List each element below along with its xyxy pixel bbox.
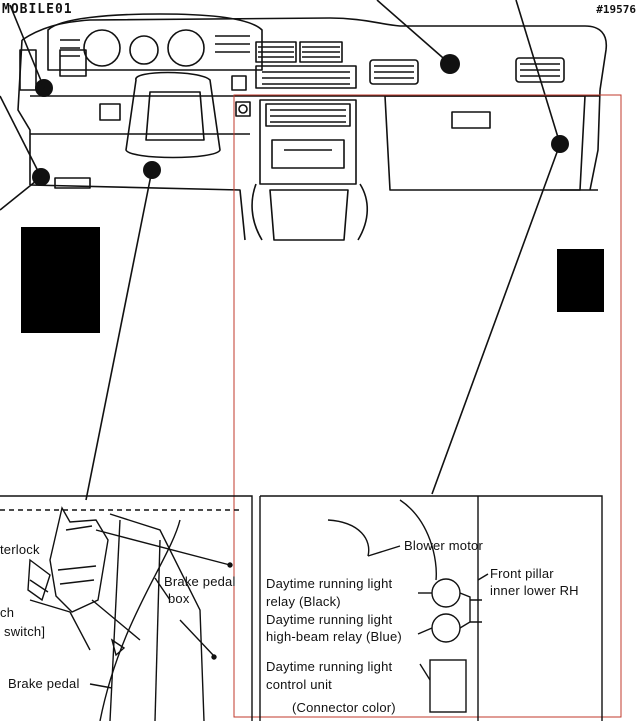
- label-front-pillar-1: Front pillar: [490, 566, 554, 581]
- label-control-unit-1: Daytime running light: [266, 659, 393, 674]
- label-switch-close: switch]: [4, 624, 46, 639]
- image-id-watermark: #19576: [596, 3, 636, 16]
- label-brake-pedal: Brake pedal: [8, 676, 80, 691]
- label-control-unit-2: control unit: [266, 677, 332, 692]
- highlight-frame: [233, 94, 622, 718]
- label-blower-motor: Blower motor: [404, 538, 483, 553]
- label-drl-relay-1: Daytime running light: [266, 576, 393, 591]
- redaction-block-left: [21, 227, 100, 333]
- label-high-beam-relay-2: high-beam relay (Blue): [266, 629, 402, 644]
- leader-lines: [0, 0, 561, 501]
- dashboard-illustration: [17, 13, 608, 241]
- label-interlock: terlock: [0, 542, 40, 557]
- label-high-beam-relay-1: Daytime running light: [266, 612, 393, 627]
- relay-detail: [259, 495, 603, 721]
- label-brake-pedal-box-1: Brake pedal: [164, 574, 236, 589]
- redaction-block-right: [557, 249, 604, 312]
- label-switch-ch: ch: [0, 605, 15, 620]
- site-watermark-logo: MOBILE01: [2, 2, 73, 17]
- label-connector-color: (Connector color): [292, 700, 396, 715]
- brake-pedal-detail: [0, 495, 253, 721]
- label-drl-relay-2: relay (Black): [266, 594, 341, 609]
- label-brake-pedal-box-2: box: [168, 591, 190, 606]
- label-front-pillar-2: inner lower RH: [490, 583, 579, 598]
